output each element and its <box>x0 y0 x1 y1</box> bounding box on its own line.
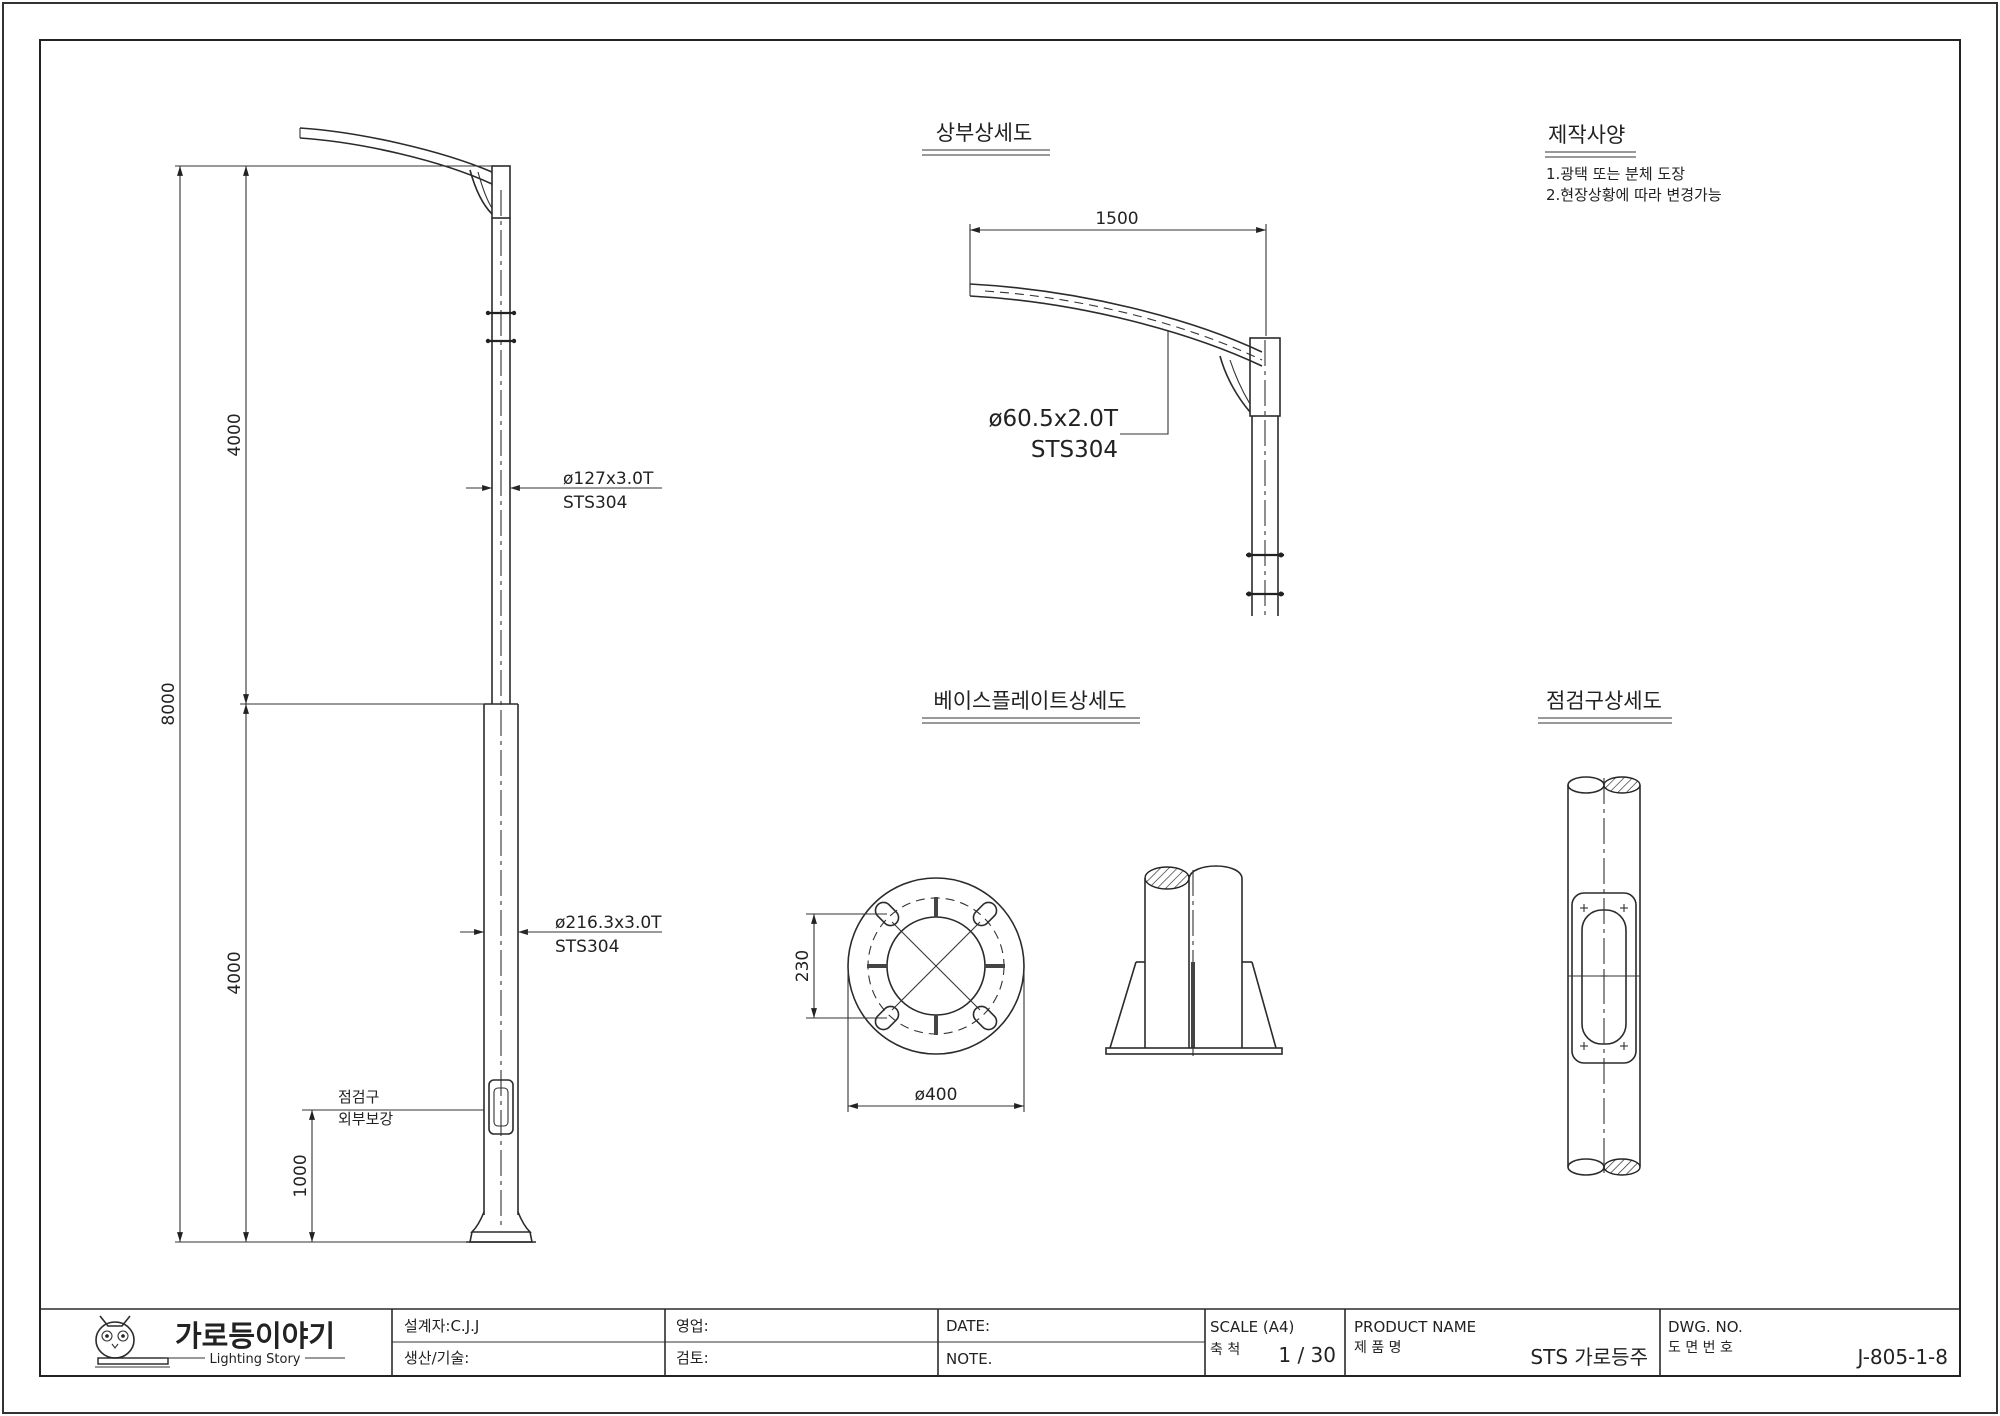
lower-pipe-material: STS304 <box>555 937 619 957</box>
scale-value: 1 / 30 <box>1278 1343 1336 1367</box>
note-field: NOTE. <box>946 1350 992 1368</box>
review-field: 검토: <box>676 1349 709 1367</box>
logo-subtitle: Lighting Story <box>209 1352 300 1367</box>
dwg-no-value: J-805-1-8 <box>1856 1345 1948 1369</box>
arm-dim: 1500 <box>1095 209 1138 229</box>
production-field: 생산/기술: <box>404 1349 469 1367</box>
pole-elevation <box>299 127 536 1243</box>
dim-total-height: 8000 <box>159 682 179 725</box>
sales-field: 영업: <box>676 1317 709 1335</box>
product-name-value: STS 가로등주 <box>1530 1345 1648 1369</box>
dim-upper-height: 4000 <box>225 413 245 456</box>
upper-pipe-material: STS304 <box>563 493 627 513</box>
inspection-door-detail <box>1567 776 1641 1176</box>
door-reinforce-label: 외부보강 <box>338 1110 393 1128</box>
scale-label: SCALE (A4) <box>1210 1318 1294 1336</box>
dwg-no-label-kr: 도 면 번 호 <box>1668 1340 1733 1356</box>
product-name-label: PRODUCT NAME <box>1354 1318 1476 1336</box>
dim-lower-height: 4000 <box>225 951 245 994</box>
spec-note-1: 1.광택 또는 분체 도장 <box>1546 165 1685 183</box>
lower-pipe-spec: ø216.3x3.0T <box>555 913 662 933</box>
inner-border <box>39 39 1961 1377</box>
spec-note-2: 2.현장상황에 따라 변경가능 <box>1546 186 1722 204</box>
pipe-callouts <box>460 485 662 935</box>
product-name-label-kr: 제 품 명 <box>1354 1340 1402 1356</box>
owl-logo-icon <box>95 1315 170 1368</box>
base-plate-elevation <box>1105 865 1283 1060</box>
base-bolt-dim: 230 <box>793 950 813 982</box>
door-label: 점검구 <box>338 1088 379 1106</box>
logo-text: 가로등이야기 <box>175 1319 335 1353</box>
date-field: DATE: <box>946 1317 990 1335</box>
title-block-grid <box>40 1308 1960 1376</box>
arm-pipe-material: STS304 <box>1031 437 1118 463</box>
pole-dimensions <box>175 165 492 1243</box>
upper-pipe-spec: ø127x3.0T <box>563 469 654 489</box>
arm-pipe-spec: ø60.5x2.0T <box>988 406 1118 432</box>
base-detail-title: 베이스플레이트상세도 <box>933 689 1126 713</box>
designer-field: 설계자:C.J.J <box>404 1317 479 1335</box>
base-dia-dim: ø400 <box>915 1085 958 1105</box>
scale-label-kr: 축 척 <box>1210 1342 1240 1358</box>
spec-title: 제작사양 <box>1548 123 1625 147</box>
top-detail-title: 상부상세도 <box>936 121 1033 145</box>
inspection-detail-title: 점검구상세도 <box>1546 689 1662 713</box>
dwg-no-label: DWG. NO. <box>1668 1318 1743 1336</box>
top-detail-drawing <box>969 224 1284 616</box>
dim-door-height: 1000 <box>291 1154 311 1197</box>
base-plate-plan <box>806 877 1025 1112</box>
